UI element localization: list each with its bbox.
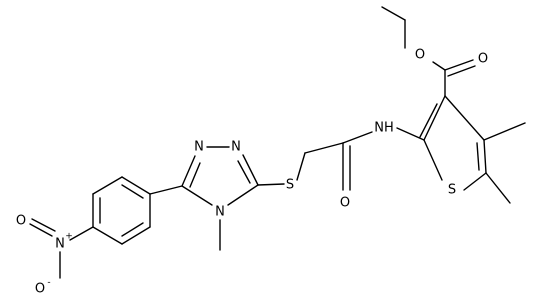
atom-thioether-s: S [286, 178, 294, 193]
atom-thiophene-s: S [448, 183, 456, 198]
thiophene-ring [419, 95, 526, 204]
nitrophenyl-group [29, 176, 183, 279]
atom-triazole-n1: N [194, 140, 204, 155]
bond-nitro-n-o-double-1 [29, 223, 53, 237]
bond-nh-carbonyl-c [342, 131, 373, 144]
bond-thioether-s-triazole-c3 [257, 183, 285, 186]
bond-c5-methyl [485, 172, 511, 204]
atom-nitro-n-charge: + [65, 232, 73, 242]
atom-nitro-n: N [55, 237, 65, 252]
atom-nitro-o-charge: - [47, 278, 50, 288]
atom-ester-o-single: O [415, 48, 425, 63]
bond-ethyl-ch3-ch2 [381, 6, 406, 21]
bond-c4-c5-inner [476, 142, 480, 171]
atom-triazole-n2: N [231, 140, 241, 155]
bond-ph-c4-c5 [92, 226, 123, 245]
bond-c5-s [463, 172, 487, 191]
atom-amide-o: O [340, 196, 350, 211]
bond-c3-n2 [242, 154, 259, 186]
atom-nitro-o-single: O [35, 282, 45, 297]
bond-triazole-phenyl [149, 185, 183, 195]
bond-ester-o-carbonyl-c [432, 61, 446, 71]
bond-c3-c4 [444, 95, 485, 141]
bond-n4-c3 [227, 184, 259, 206]
amide-linkage [296, 127, 425, 191]
bond-c5-n4 [181, 185, 213, 206]
bond-c3-n2-inner [237, 160, 251, 184]
bond-ph-c5-c6-inner [121, 222, 144, 237]
ethyl-ester-group [381, 6, 476, 97]
bond-ph-c1-c2-inner [121, 184, 144, 199]
bond-s-c2 [423, 139, 443, 181]
bond-ph-c4-nitro-n [69, 226, 94, 241]
bond-carbonyl-c-ch2 [304, 142, 344, 154]
bond-carbonyl-c-o-double-2 [447, 65, 476, 77]
bond-n1-c5-inner [189, 162, 201, 188]
atom-triazole-n4: N [215, 205, 225, 220]
bond-c3-c2-inner [419, 103, 438, 138]
bond-carbonyl-c-o-double-1 [444, 59, 474, 71]
atom-ester-o-double: O [478, 52, 488, 67]
atom-nitro-o-double: O [16, 214, 26, 229]
bond-ph-c2-c3 [92, 176, 123, 195]
bond-n1-c5 [181, 155, 196, 187]
bond-ph-c5-c6 [121, 226, 151, 245]
bond-c2-nh [396, 127, 425, 141]
triazole-ring [181, 146, 259, 251]
bond-ph-c1-c2 [121, 176, 151, 195]
bond-c4-methyl [483, 122, 526, 141]
bond-nitro-n-o-double-2 [31, 218, 56, 232]
bond-c4-c5 [483, 139, 487, 174]
atom-amide-nh: NH [374, 121, 394, 136]
bond-ch2-thioether-s [296, 152, 306, 181]
bond-c3-c2 [423, 95, 446, 141]
